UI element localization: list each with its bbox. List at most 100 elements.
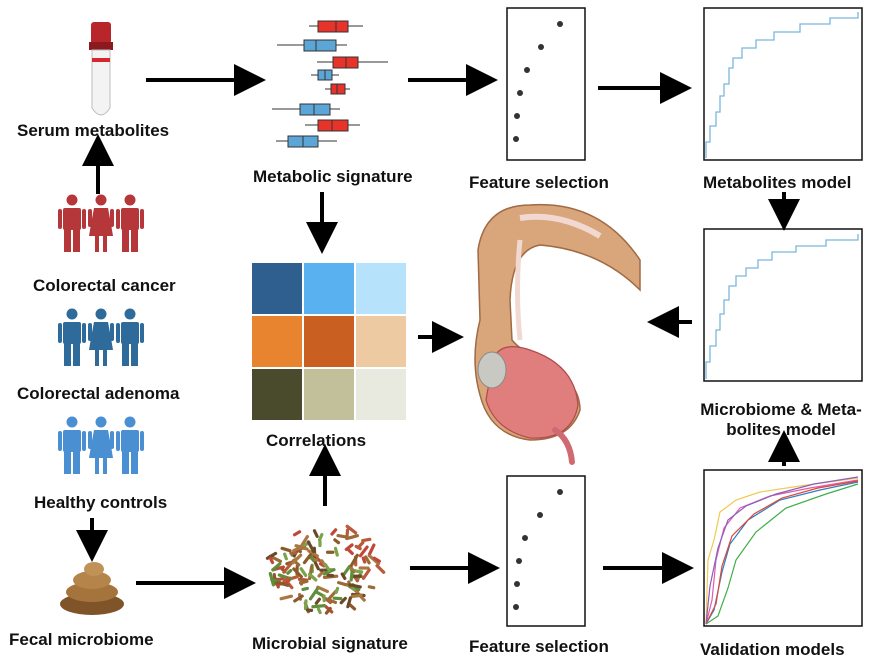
- bacterium: [289, 551, 298, 555]
- bacterium: [322, 594, 326, 603]
- healthy-people-icon: [58, 416, 144, 474]
- label-fecal-microbiome: Fecal microbiome: [9, 630, 154, 649]
- bacterium: [361, 556, 367, 564]
- bacterium: [330, 528, 338, 536]
- bacterium: [333, 538, 341, 545]
- bacterium: [315, 590, 325, 597]
- label-validation-models: Validation models: [700, 640, 845, 659]
- blood-tube-icon: [89, 22, 113, 116]
- bacterium: [334, 586, 340, 594]
- bacterium: [367, 585, 376, 590]
- matrix-cell: [304, 263, 354, 314]
- bacterium: [317, 571, 324, 578]
- bacterium: [311, 604, 326, 609]
- stool-icon: [60, 562, 124, 615]
- label-microbial-signature: Microbial signature: [252, 634, 408, 653]
- bacterium: [275, 580, 290, 587]
- matrix-cell: [356, 316, 406, 367]
- bacterium: [347, 534, 359, 540]
- bacterium: [307, 549, 319, 558]
- bacterium: [349, 553, 359, 568]
- bacterium: [350, 593, 363, 598]
- bacterium: [312, 529, 319, 538]
- bacterium: [271, 562, 282, 572]
- bacterium: [301, 586, 309, 592]
- adenoma-people-icon: [58, 308, 144, 366]
- label-feature-selection-bottom: Feature selection: [469, 637, 609, 656]
- metabolites-roc-plot: [703, 7, 863, 161]
- bacterium: [336, 533, 349, 539]
- bacterium: [324, 606, 332, 615]
- cancer-people-icon: [58, 194, 144, 252]
- label-colorectal-cancer: Colorectal cancer: [33, 276, 176, 295]
- bacterium: [265, 551, 278, 560]
- label-serum-metabolites: Serum metabolites: [17, 121, 170, 140]
- bacterium: [291, 553, 303, 565]
- label-correlations: Correlations: [266, 431, 367, 450]
- bacterium: [325, 550, 335, 554]
- bacterium: [349, 566, 356, 574]
- bacterium: [326, 573, 335, 578]
- bacterium: [316, 585, 329, 594]
- bacterium: [344, 543, 354, 551]
- bacterium: [282, 561, 294, 574]
- matrix-cell: [252, 316, 302, 367]
- bacterium: [346, 596, 352, 609]
- label-metabolites-model: Metabolites model: [703, 173, 852, 192]
- matrix-cell: [252, 369, 302, 420]
- label-metabolic-signature: Metabolic signature: [253, 167, 413, 186]
- bacterium: [358, 566, 370, 570]
- bacterium: [345, 524, 358, 535]
- bacterium: [348, 583, 362, 589]
- bacterium: [332, 596, 343, 601]
- bacterium: [307, 564, 314, 581]
- colon-illustration-icon: [474, 203, 641, 465]
- label-colorectal-adenoma: Colorectal adenoma: [17, 384, 180, 403]
- bacterium: [333, 546, 339, 557]
- bacterium: [316, 607, 322, 615]
- bacterium: [342, 564, 352, 577]
- bacterium: [340, 572, 347, 580]
- matrix-cell: [304, 369, 354, 420]
- bacterium: [307, 572, 318, 582]
- bacterium: [299, 534, 309, 549]
- feature-selection-plot-bottom: [506, 475, 586, 627]
- bacterium: [283, 552, 288, 561]
- bacterium: [358, 545, 369, 558]
- bacterium: [349, 570, 354, 582]
- bacterium: [282, 576, 290, 583]
- matrix-cell: [356, 263, 406, 314]
- bacterium: [351, 574, 362, 579]
- bacterium: [314, 597, 321, 605]
- label-microbiome-metabolites-model: Microbiome & Meta-bolites model: [700, 400, 862, 439]
- matrix-cell: [356, 369, 406, 420]
- bacterium: [325, 597, 338, 605]
- bacterium: [280, 546, 292, 553]
- bacterium: [339, 596, 347, 605]
- bacterium: [356, 540, 365, 550]
- bacterium: [361, 537, 372, 543]
- flow-arrows: [76, 64, 800, 599]
- bacterium: [308, 587, 319, 601]
- matrix-cell: [304, 316, 354, 367]
- bacterium: [299, 567, 308, 578]
- bacterium: [375, 564, 386, 574]
- label-healthy-controls: Healthy controls: [34, 493, 168, 512]
- bacterium: [292, 530, 302, 537]
- bacterium: [318, 539, 322, 548]
- bacteria-cluster-icon: [265, 524, 386, 615]
- matrix-cell: [252, 263, 302, 314]
- bacterium: [317, 532, 324, 542]
- correlation-matrix: [252, 263, 406, 420]
- bacterium: [323, 563, 331, 572]
- bacterium: [298, 579, 309, 585]
- bacterium: [303, 599, 308, 611]
- feature-selection-plot-top: [506, 7, 586, 161]
- microbiome-metabolites-roc-plot: [703, 228, 863, 382]
- bacterium: [268, 556, 275, 565]
- bacterium: [361, 568, 371, 580]
- bacterium: [292, 567, 303, 579]
- bacterium: [313, 561, 320, 571]
- bacterium: [293, 594, 304, 603]
